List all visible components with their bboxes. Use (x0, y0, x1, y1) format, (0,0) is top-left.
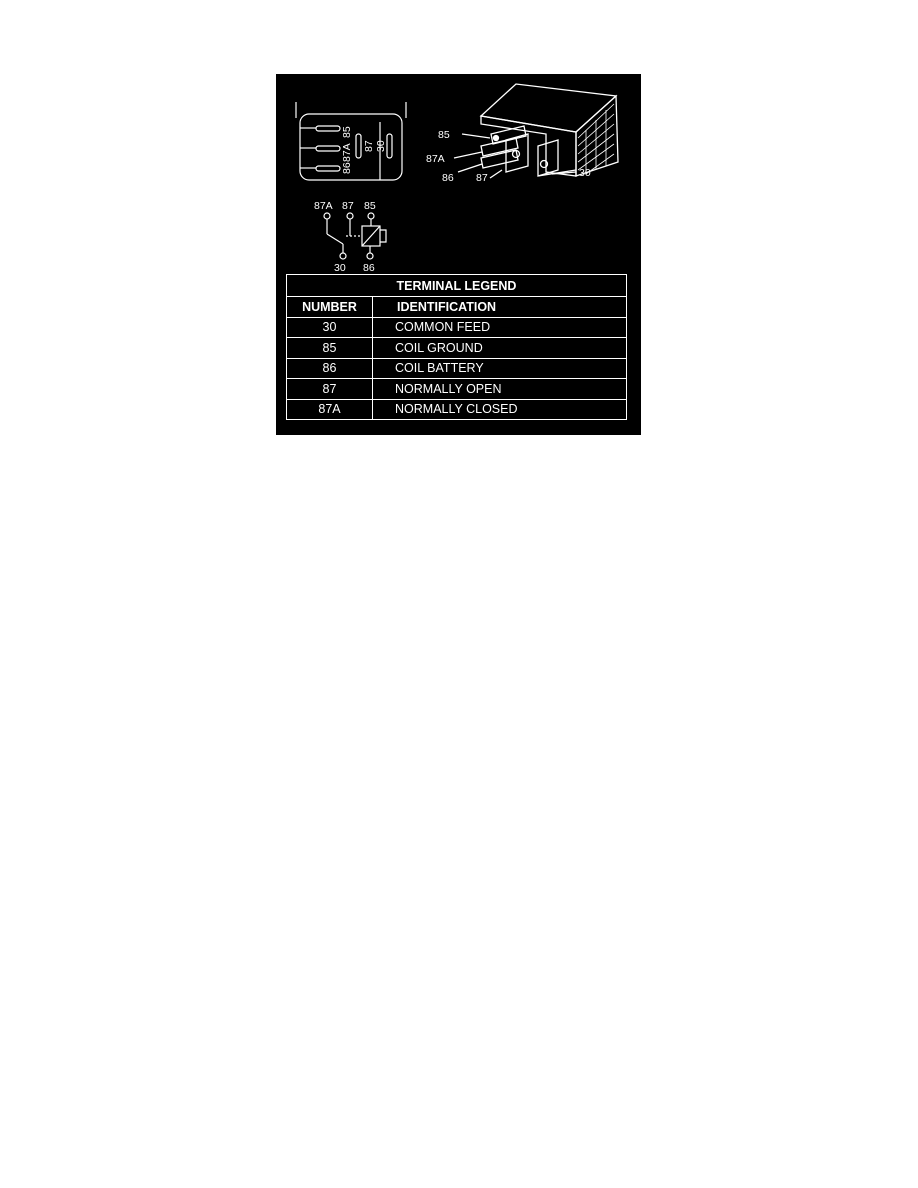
relay-label-87: 87 (476, 172, 488, 184)
terminal-legend-table: TERMINAL LEGEND NUMBER IDENTIFICATION 30… (286, 274, 627, 420)
terminal-identification: NORMALLY OPEN (372, 378, 627, 400)
relay-diagram: 85 87A 86 87 30 (295, 83, 619, 274)
relay-label-30: 30 (579, 167, 591, 179)
pin-label-87: 87 (363, 140, 375, 152)
terminal-identification: COIL BATTERY (372, 357, 627, 379)
table-row: 85 COIL GROUND (286, 337, 627, 359)
terminal-identification: NORMALLY CLOSED (372, 398, 627, 420)
relay-label-85: 85 (438, 129, 450, 141)
schematic-label-87: 87 (342, 200, 354, 212)
pin-label-85: 85 (341, 126, 353, 138)
relay-3d-view (453, 83, 619, 179)
pin-label-86: 86 (341, 162, 353, 174)
terminal-identification: COIL GROUND (372, 337, 627, 359)
schematic-label-30: 30 (334, 262, 346, 274)
terminal-number: 85 (286, 337, 373, 359)
relay-schematic (323, 212, 387, 260)
schematic-label-85: 85 (364, 200, 376, 212)
terminal-number: 87 (286, 378, 373, 400)
header-identification: IDENTIFICATION (372, 296, 627, 318)
pin-label-30: 30 (375, 140, 387, 152)
table-row: 87A NORMALLY CLOSED (286, 398, 627, 420)
legend-header-row: NUMBER IDENTIFICATION (286, 296, 627, 318)
table-row: 87 NORMALLY OPEN (286, 378, 627, 400)
terminal-number: 87A (286, 398, 373, 420)
schematic-label-86: 86 (363, 262, 375, 274)
pin-label-87a: 87A (341, 143, 353, 162)
terminal-identification: COMMON FEED (372, 316, 627, 338)
relay-label-87a: 87A (426, 153, 445, 165)
legend-title-row: TERMINAL LEGEND (286, 274, 627, 297)
table-row: 86 COIL BATTERY (286, 357, 627, 379)
legend-title: TERMINAL LEGEND (286, 274, 627, 297)
table-row: 30 COMMON FEED (286, 316, 627, 338)
terminal-number: 30 (286, 316, 373, 338)
relay-label-86: 86 (442, 172, 454, 184)
terminal-number: 86 (286, 357, 373, 379)
schematic-label-87a: 87A (314, 200, 333, 212)
relay-pin-view (295, 102, 407, 181)
header-number: NUMBER (286, 296, 373, 318)
relay-terminal-figure: 85 87A 86 87 30 (276, 74, 641, 435)
